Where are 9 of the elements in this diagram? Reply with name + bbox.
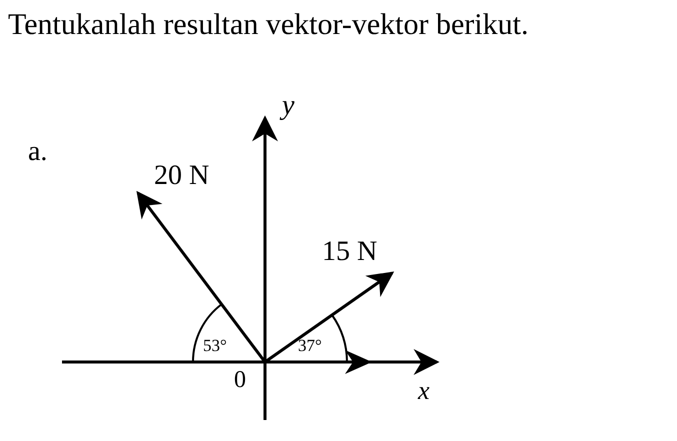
title: Tentukanlah resultan vektor-vektor berikut. xyxy=(8,7,528,43)
origin-label: 0 xyxy=(234,368,246,392)
part-letter: a. xyxy=(28,138,48,166)
angle-label: 37° xyxy=(298,337,322,354)
axis-label: y xyxy=(282,92,294,120)
angle-label: 53° xyxy=(203,337,227,354)
axis-label: x xyxy=(418,378,430,404)
force-label: 15 N xyxy=(322,238,378,266)
force-label: 20 N xyxy=(154,162,210,190)
